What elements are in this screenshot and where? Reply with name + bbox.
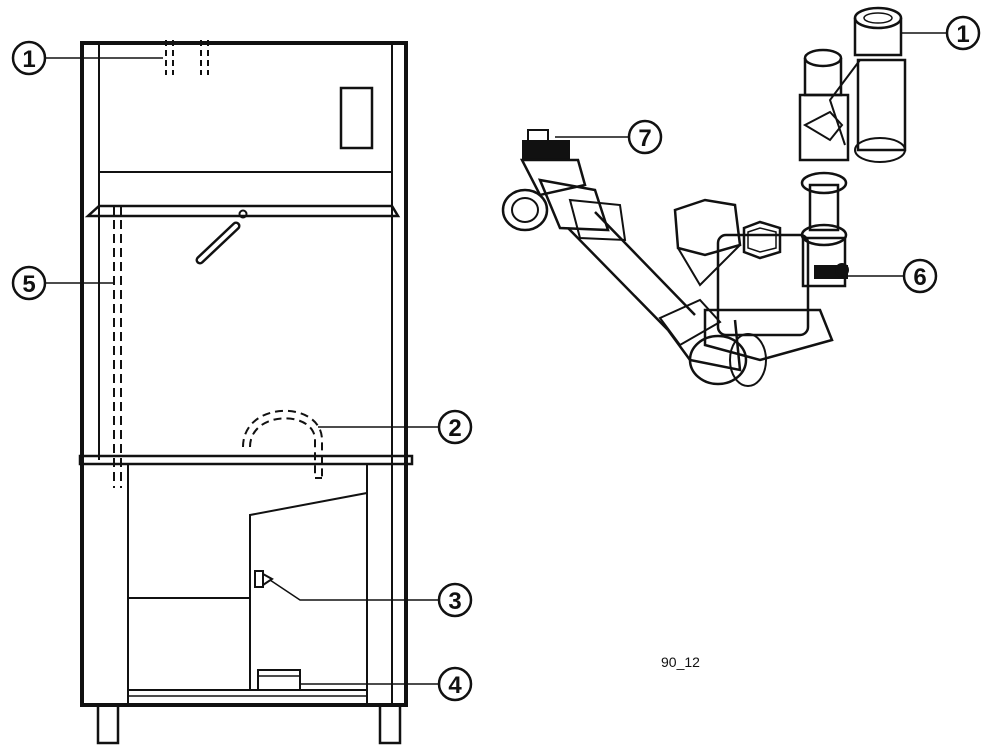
callout-4: 4: [300, 666, 473, 702]
angled-pipe: [567, 211, 767, 387]
inlet-fitting: [828, 6, 907, 163]
callout-3: 3: [269, 579, 473, 618]
internal-tank: [249, 491, 368, 691]
side-supply-pipe-dashed: [113, 206, 122, 488]
cabinet-foot-right: [378, 703, 402, 745]
cabinet-foot-left: [96, 703, 120, 745]
svg-text:7: 7: [638, 125, 651, 152]
outlet-fitting: [501, 129, 627, 242]
chamber-divider-ledge: [78, 454, 414, 466]
svg-text:1: 1: [956, 21, 969, 48]
svg-text:2: 2: [448, 415, 461, 442]
cabinet-outer-frame: [80, 41, 408, 707]
top-inlet-stubs: [165, 40, 209, 75]
svg-text:6: 6: [913, 264, 926, 291]
callout-6: 6: [848, 258, 938, 294]
callout-1-left: 1: [11, 40, 163, 76]
door-handle: [195, 209, 248, 265]
level-probe: [254, 570, 274, 588]
rinse-hose-dashed: [242, 409, 323, 479]
figure-id: 90_12: [661, 654, 700, 670]
callout-7: 7: [555, 119, 663, 155]
lower-compartment: [127, 464, 368, 705]
callout-5: 5: [11, 265, 114, 301]
door-top-lip: [84, 204, 401, 218]
svg-text:3: 3: [448, 588, 461, 615]
control-display-window: [339, 86, 374, 150]
callout-2: 2: [318, 409, 473, 445]
valve-assembly: [501, 6, 907, 387]
callout-1-right: 1: [901, 15, 981, 51]
svg-text:5: 5: [22, 271, 35, 298]
cabinet-front-view: [78, 40, 414, 745]
drain-pump: [257, 669, 301, 691]
svg-text:1: 1: [22, 46, 35, 73]
svg-text:4: 4: [448, 672, 462, 699]
